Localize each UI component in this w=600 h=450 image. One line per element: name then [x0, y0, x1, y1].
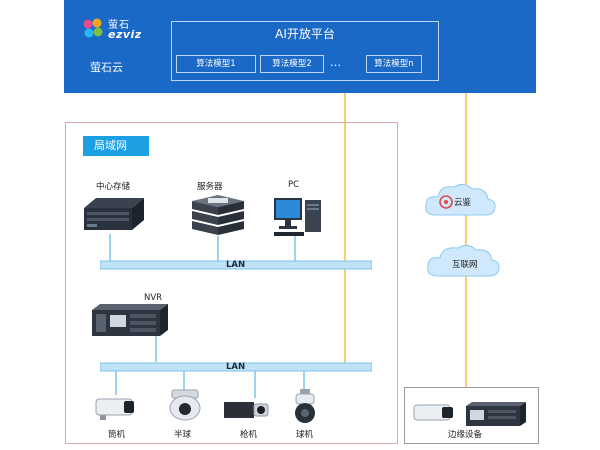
- algorithm-model-n: 算法模型n: [366, 55, 422, 73]
- brand-cn-text: 萤石: [108, 20, 130, 31]
- edge-device-box: [404, 387, 539, 444]
- cloud-platform-banner: [64, 0, 536, 93]
- storage-icon: [84, 198, 144, 230]
- ptz-camera-icon: [295, 389, 315, 423]
- edge-device-label: 边缘设备: [448, 430, 483, 440]
- pc-icon: [274, 198, 321, 236]
- brand-en-text: ezviz: [108, 28, 142, 41]
- yunjian-cloud: [425, 183, 496, 216]
- platform-name: 萤石云: [90, 61, 123, 74]
- ezviz-logo-icon: [83, 18, 103, 38]
- lan-bus-2-label: LAN: [226, 362, 246, 372]
- ptz-camera-label: 球机: [296, 430, 314, 440]
- algorithm-model-2: 算法模型2: [260, 55, 324, 73]
- bullet-camera-icon: [95, 398, 134, 420]
- model-ellipsis: …: [330, 56, 341, 69]
- lan-zone-title: 局域网: [83, 136, 149, 156]
- internet-cloud: [427, 244, 500, 277]
- internet-label: 互联网: [452, 260, 478, 270]
- algorithm-model-1: 算法模型1: [176, 55, 256, 73]
- nvr-icon: [92, 304, 168, 336]
- nvr-label: NVR: [144, 293, 163, 303]
- bullet-camera-label: 筒机: [108, 430, 126, 440]
- dome-camera-label: 半球: [174, 430, 192, 440]
- edge-recorder-icon: [466, 402, 526, 426]
- yunjian-label: 云鉴: [454, 198, 472, 208]
- lan-bus-1: [100, 260, 372, 270]
- pc-label: PC: [288, 180, 300, 190]
- lan-bus-1-label: LAN: [226, 260, 246, 270]
- box-camera-label: 枪机: [240, 430, 258, 440]
- storage-label: 中心存储: [96, 182, 131, 192]
- lan-zone-border: [65, 122, 398, 444]
- dome-camera-icon: [169, 389, 201, 421]
- edge-camera-icon: [413, 404, 453, 421]
- ai-platform-title: AI开放平台: [275, 27, 335, 41]
- box-camera-icon: [224, 402, 269, 418]
- ai-platform-box: [171, 21, 439, 81]
- server-icon: [192, 195, 244, 235]
- lan-bus-2: [100, 362, 372, 372]
- server-label: 服务器: [197, 182, 223, 192]
